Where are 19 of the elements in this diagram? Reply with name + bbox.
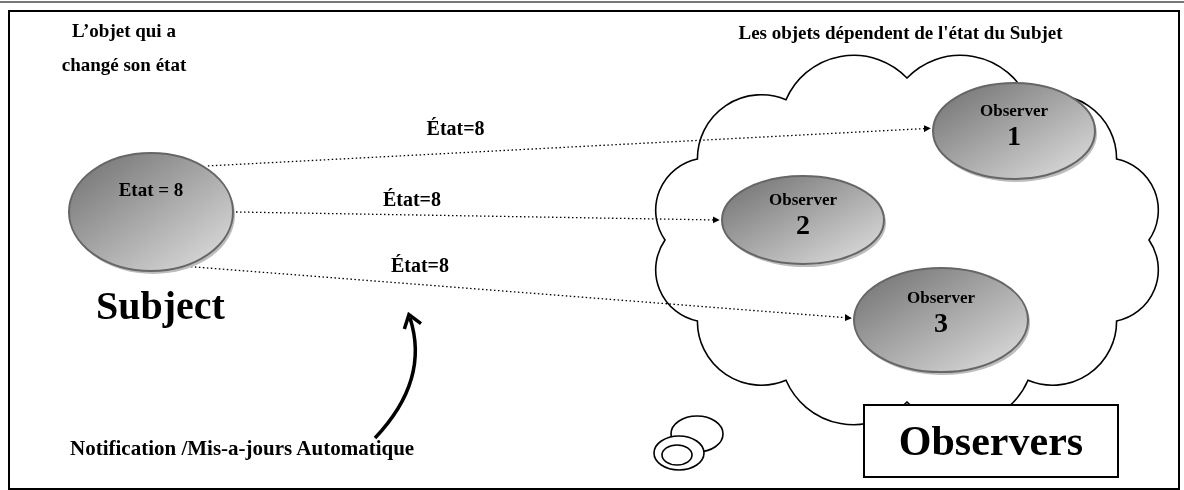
subject-ellipse bbox=[66, 150, 236, 274]
subject-note: L’objet qui a changé son état bbox=[60, 19, 188, 77]
subject-label: Subject bbox=[96, 282, 225, 329]
dotted-arrow bbox=[207, 125, 931, 167]
curved-arrow bbox=[373, 312, 423, 440]
observer-number: 2 bbox=[796, 209, 810, 241]
observer-name: Observer bbox=[980, 102, 1048, 121]
dotted-arrow bbox=[235, 211, 720, 224]
observer-name: Observer bbox=[907, 289, 975, 308]
observer-ellipse bbox=[930, 80, 1098, 182]
cloud-heading: Les objets dépendent de l'état du Subjet bbox=[737, 22, 1064, 44]
observer-number: 1 bbox=[1007, 120, 1021, 152]
observer-ellipse bbox=[851, 265, 1031, 375]
state-text: Etat = 8 bbox=[118, 180, 184, 201]
observer-ellipse bbox=[719, 173, 887, 267]
title-box: Observers bbox=[863, 404, 1119, 478]
notification-text: Notification /Mis-a-jours Automatique bbox=[70, 436, 415, 461]
observer-number: 3 bbox=[934, 307, 948, 339]
observer-name: Observer bbox=[769, 191, 837, 210]
